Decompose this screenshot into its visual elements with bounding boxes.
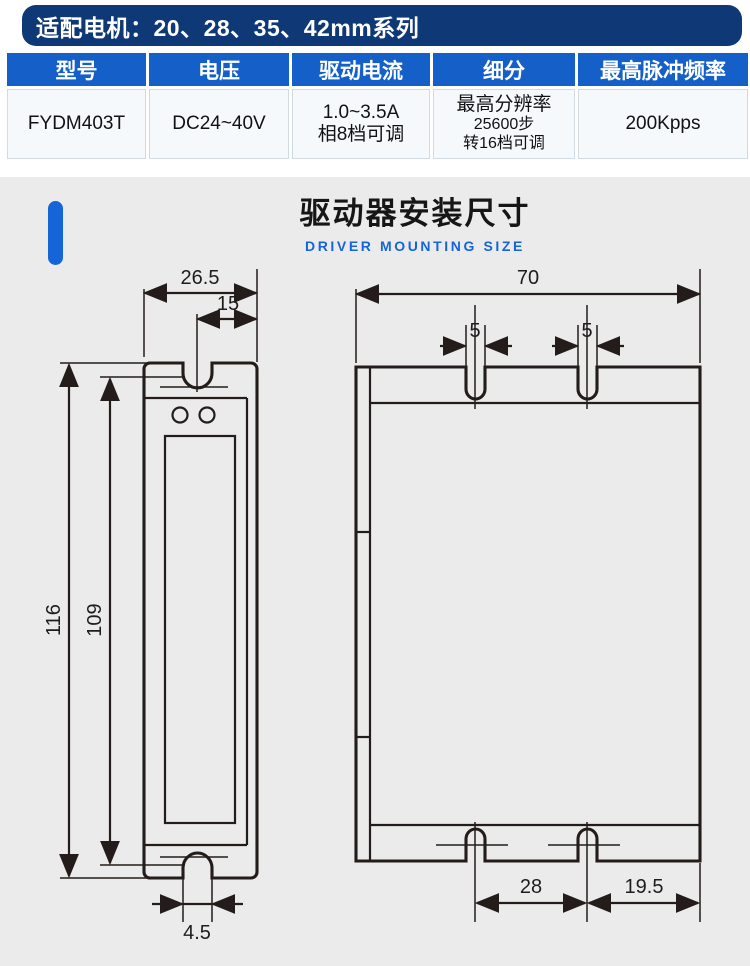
column-header-max-pulse: 最高脉冲频率	[578, 53, 748, 86]
front-view-outline	[354, 365, 702, 863]
drawing-title: 驱动器安装尺寸	[299, 196, 531, 231]
cell-current-line-2: 相8档可调	[317, 124, 405, 145]
cell-subdivision: 最高分辨率 25600步 转16档可调	[433, 89, 575, 159]
side-view-outline	[142, 361, 259, 880]
cell-current-line-1: 1.0~3.5A	[322, 101, 400, 123]
front-view-drawing: 70 5 5 28 19.5	[354, 267, 702, 922]
specification-table: 型号 电压 驱动电流 细分 最高脉冲频率 FYDM403T DC24~40V 1…	[4, 50, 750, 162]
drawing-heading-block: 驱动器安装尺寸 DRIVER MOUNTING SIZE	[250, 196, 580, 255]
cell-subdivision-line-1: 最高分辨率	[456, 93, 552, 115]
column-header-subdivision: 细分	[433, 53, 575, 86]
table-header-row: 型号 电压 驱动电流 细分 最高脉冲频率	[7, 53, 748, 86]
dim-label-195: 19.5	[625, 876, 664, 898]
drawing-subtitle: DRIVER MOUNTING SIZE	[304, 238, 525, 255]
dim-label-116: 116	[43, 604, 65, 636]
side-view-faceplate	[163, 434, 237, 825]
drawing-panel	[0, 177, 750, 966]
spec-section: 适配电机：20、28、35、42mm系列 型号 电压 驱动电流 细分 最高脉冲频…	[0, 5, 750, 162]
side-view-drawing: 26.5 15 116 109 4.5	[43, 267, 259, 944]
dim-label-109: 109	[84, 603, 106, 636]
cell-max-pulse: 200Kpps	[578, 89, 748, 159]
dim-label-5-left: 5	[469, 320, 480, 342]
cell-subdivision-line-3: 转16档可调	[463, 135, 545, 153]
cell-voltage: DC24~40V	[149, 89, 289, 159]
dim-label-265: 26.5	[181, 267, 220, 289]
dim-label-70: 70	[517, 267, 539, 289]
column-header-model: 型号	[7, 53, 146, 86]
cell-model: FYDM403T	[7, 89, 146, 159]
column-header-voltage: 电压	[149, 53, 289, 86]
cell-subdivision-line-2: 25600步	[473, 116, 535, 134]
dim-label-5-right: 5	[581, 320, 592, 342]
technical-drawing: 26.5 15 116 109 4.5	[43, 267, 702, 944]
dim-label-15: 15	[217, 293, 239, 315]
compatible-motor-banner: 适配电机：20、28、35、42mm系列	[22, 5, 742, 46]
column-header-current: 驱动电流	[292, 53, 430, 86]
banner-title-text: 适配电机：20、28、35、42mm系列	[36, 14, 420, 41]
table-row: FYDM403T DC24~40V 1.0~3.5A 相8档可调 最高分辨率 2…	[7, 89, 748, 159]
dim-label-28: 28	[520, 876, 542, 898]
side-view-hole-left	[171, 406, 189, 424]
dim-label-45: 4.5	[183, 922, 211, 944]
side-view-hole-right	[198, 406, 216, 424]
accent-bar	[48, 201, 63, 265]
cell-current: 1.0~3.5A 相8档可调	[292, 89, 430, 159]
